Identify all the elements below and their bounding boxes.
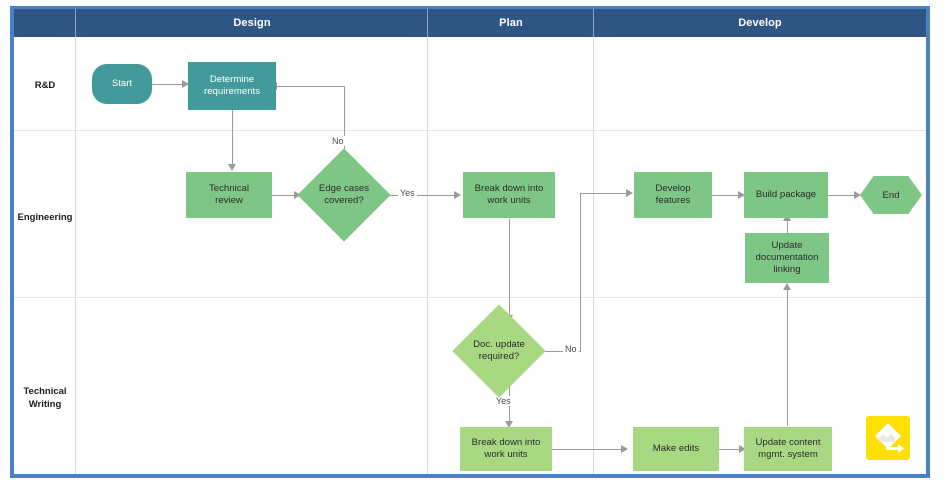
arrow-determine-techreview: [228, 164, 236, 171]
node-doc-update-required[interactable]: Doc. update required?: [452, 304, 546, 398]
lane-label-technical-writing: Technical Writing: [16, 386, 74, 412]
node-doc-update-line1: Doc. update: [473, 339, 525, 351]
conn-updatecms-updatedoc: [787, 288, 789, 426]
arrow-docupdate-developfeatures: [626, 189, 633, 197]
node-break-down-eng-line2: work units: [487, 195, 531, 206]
node-update-cms-line2: mgmt. system: [758, 449, 818, 460]
arrow-docupdate-breakdowntw: [505, 421, 513, 428]
lane-label-engineering: Engineering: [17, 212, 73, 223]
node-determine-requirements-line2: requirements: [204, 86, 260, 97]
node-break-down-eng-line1: Break down into: [474, 183, 544, 195]
header-separator-1: [75, 9, 76, 37]
app-logo[interactable]: [866, 416, 910, 460]
node-end[interactable]: End: [860, 176, 922, 214]
arrow-breakdowntw-makeedits: [621, 445, 628, 453]
edge-label-edgecases-yes: Yes: [398, 188, 417, 198]
header-separator-2: [427, 9, 428, 37]
node-update-cms-line1: Update content: [755, 437, 821, 449]
conn-start-determine: [152, 84, 186, 86]
edge-label-edgecases-no: No: [330, 136, 346, 146]
conn-edgecases-no-horiz: [272, 86, 345, 88]
conn-techreview-edgecases: [272, 195, 298, 197]
diamond-arrow-icon: [875, 423, 904, 453]
lane-label-tw-line1: Technical: [23, 386, 67, 397]
conn-edgecases-no-vert: [344, 86, 346, 160]
phase-header-develop: Develop: [594, 9, 926, 37]
phase-header-corner: [14, 9, 76, 37]
lane-label-tw-line2: Writing: [28, 398, 62, 410]
node-break-down-engineering[interactable]: Break down into work units: [463, 172, 555, 218]
phase-header-design: Design: [76, 9, 428, 37]
conn-breakdown-docupdate: [509, 219, 511, 319]
arrow-developfeatures-buildpackage: [738, 191, 745, 199]
arrow-edgecases-breakdown: [454, 191, 461, 199]
doc-update-label: Doc. update required?: [458, 318, 540, 384]
conn-buildpackage-end: [828, 195, 858, 197]
arrow-makeedits-updatecms: [739, 445, 746, 453]
edge-label-docupdate-no: No: [563, 344, 579, 354]
phase-header-plan: Plan: [428, 9, 594, 37]
node-break-down-tw-line1: Break down into: [471, 437, 541, 449]
node-update-doc-line2: documentation: [755, 252, 819, 264]
node-doc-update-line2: required?: [478, 351, 520, 362]
node-develop-features[interactable]: Develop features: [634, 172, 712, 218]
edge-label-docupdate-yes: Yes: [494, 396, 513, 406]
header-separator-3: [593, 9, 594, 37]
node-edge-cases-line2: covered?: [324, 195, 364, 206]
conn-determine-techreview: [232, 110, 234, 168]
node-start[interactable]: Start: [92, 64, 152, 104]
conn-edgecases-yes: [390, 195, 458, 197]
node-technical-review-line2: review: [215, 195, 243, 206]
node-build-package[interactable]: Build package: [744, 172, 828, 218]
node-determine-requirements-line1: Determine: [209, 74, 255, 86]
lane-column-divider: [75, 37, 76, 474]
phase-divider-design-plan: [427, 37, 428, 474]
node-update-doc-line3: linking: [773, 263, 801, 275]
conn-makeedits-updatecms: [719, 449, 743, 451]
node-update-documentation-linking[interactable]: Update documentation linking: [745, 233, 829, 283]
arrow-start-determine: [182, 80, 189, 88]
conn-breakdowntw-makeedits: [551, 449, 625, 451]
node-edge-cases-covered[interactable]: Edge cases covered?: [297, 148, 391, 242]
node-develop-features-line1: Develop: [655, 183, 691, 195]
node-technical-review[interactable]: Technical review: [186, 172, 272, 218]
conn-updatedoc-buildpackage: [787, 219, 789, 235]
lane-divider-rnd-engineering: [14, 130, 926, 131]
node-develop-features-line2: features: [655, 195, 691, 206]
node-update-doc-line1: Update: [771, 240, 803, 252]
conn-docupdate-no-top: [580, 193, 630, 195]
conn-docupdate-no-vert: [580, 193, 582, 351]
arrow-buildpackage-end: [854, 191, 861, 199]
conn-developfeatures-buildpackage: [712, 195, 742, 197]
edge-cases-label: Edge cases covered?: [303, 162, 385, 228]
node-break-down-tw-line2: work units: [484, 449, 528, 460]
phase-divider-plan-develop: [593, 37, 594, 474]
node-determine-requirements[interactable]: Determine requirements: [188, 62, 276, 110]
node-edge-cases-line1: Edge cases: [318, 183, 370, 195]
frame-right-border: [926, 6, 930, 478]
lane-divider-engineering-techwriting: [14, 297, 926, 298]
lane-label-rnd: R&D: [34, 80, 56, 91]
node-break-down-technical-writing[interactable]: Break down into work units: [460, 427, 552, 471]
frame-top-border: [10, 6, 930, 9]
node-technical-review-line1: Technical: [209, 183, 249, 195]
node-make-edits[interactable]: Make edits: [633, 427, 719, 471]
arrow-updatecms-updatedoc: [783, 283, 791, 290]
node-update-content-mgmt-system[interactable]: Update content mgmt. system: [744, 427, 832, 471]
